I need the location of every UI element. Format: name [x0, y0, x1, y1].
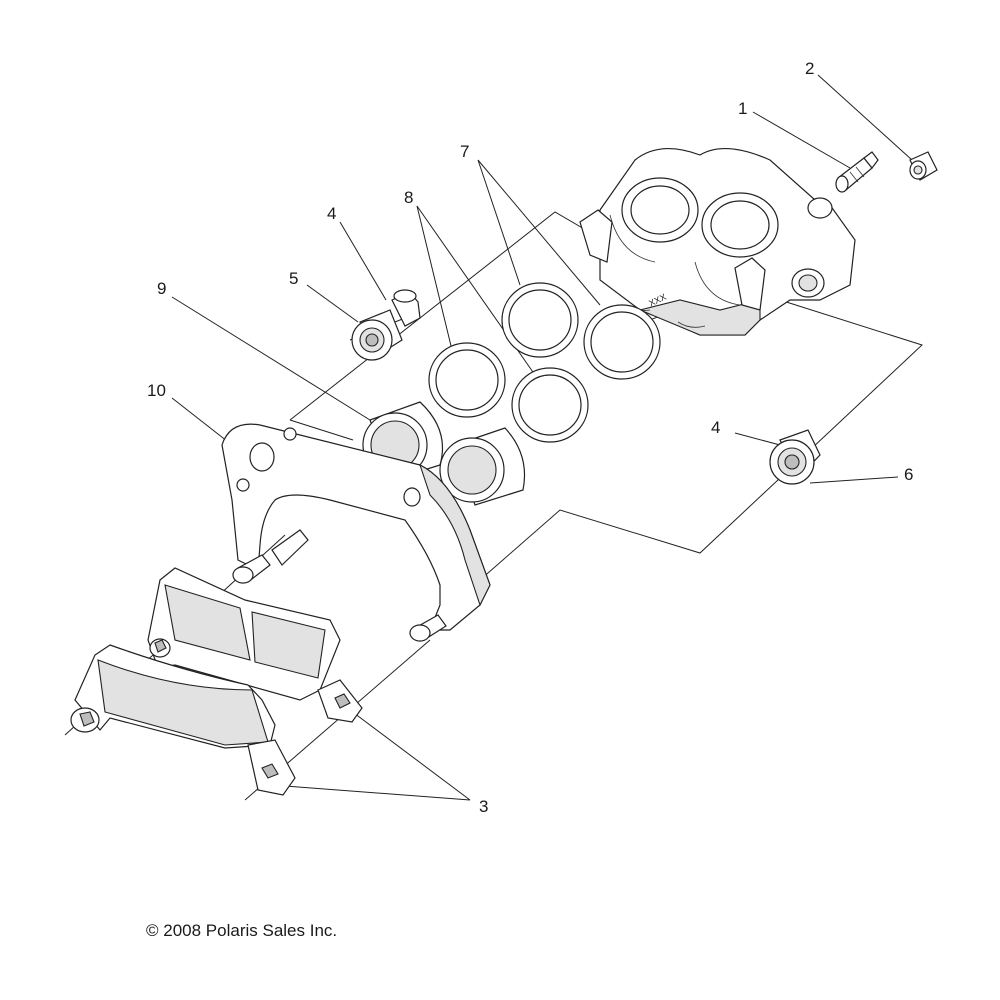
- callout-3: 3: [479, 797, 488, 816]
- bleeder-cap: [909, 151, 938, 181]
- bushing-right: [769, 429, 821, 485]
- dust-seal-rings: [428, 342, 589, 443]
- callout-7: 7: [460, 142, 469, 161]
- slide-pin-with-bushing: [351, 289, 421, 361]
- caliper-bracket: [221, 423, 491, 642]
- brake-pad-upper: [147, 567, 363, 723]
- seal-rings: [501, 282, 661, 380]
- callout-10: 10: [147, 381, 166, 400]
- callout-1: 1: [738, 99, 747, 118]
- caliper-body: XXX: [579, 147, 856, 336]
- callout-5: 5: [289, 269, 298, 288]
- brake-pad-lower: [70, 644, 296, 796]
- callout-4-left: 4: [327, 204, 336, 223]
- callout-6: 6: [904, 465, 913, 484]
- copyright-notice: © 2008 Polaris Sales Inc.: [146, 921, 338, 940]
- callout-8: 8: [404, 188, 413, 207]
- bleeder-screw: [835, 151, 879, 193]
- callout-4-right: 4: [711, 418, 720, 437]
- callout-2: 2: [805, 59, 814, 78]
- callout-9: 9: [157, 279, 166, 298]
- callout-labels: 1 2 3 4 4 5 6 7 8 9 10: [147, 59, 913, 816]
